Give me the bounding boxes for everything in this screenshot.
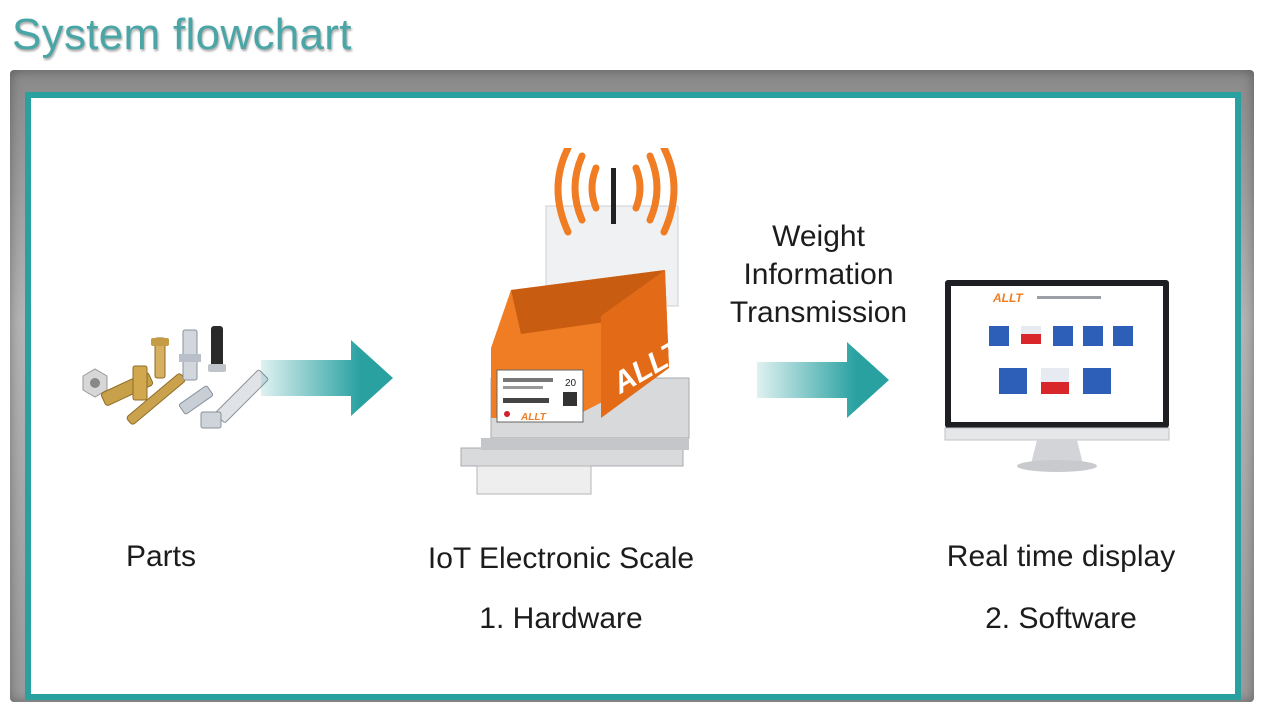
arrow-right-icon [261, 340, 393, 416]
monitor-brand-logo: ALLT [992, 291, 1024, 305]
arrow-right-icon [757, 342, 889, 418]
label-parts: Parts [125, 540, 197, 573]
flowchart-frame: 20 ALLT ALLT Weight Information Transmis… [25, 92, 1241, 700]
bin-row-2 [999, 368, 1111, 394]
label-hardware: 1. Hardware [479, 602, 643, 635]
monitor-icon: ALLT [944, 280, 1170, 472]
label-software: 2. Software [985, 602, 1137, 635]
iot-scale-icon: 20 ALLT ALLT [460, 168, 690, 495]
transmission-line-1: Weight [772, 220, 865, 253]
transmission-line-3: Transmission [729, 296, 908, 329]
parts-icon [82, 326, 269, 429]
transmission-line-2: Information [743, 258, 894, 291]
signal-waves-icon [554, 148, 678, 236]
bin-row-1 [989, 326, 1133, 346]
page-title: System flowchart [12, 10, 352, 59]
label-iot-scale: IoT Electronic Scale [427, 542, 695, 575]
scale-lcd-value: 20 [565, 378, 577, 389]
scale-label-brand: ALLT [520, 412, 547, 423]
label-real-time-display: Real time display [946, 540, 1176, 573]
